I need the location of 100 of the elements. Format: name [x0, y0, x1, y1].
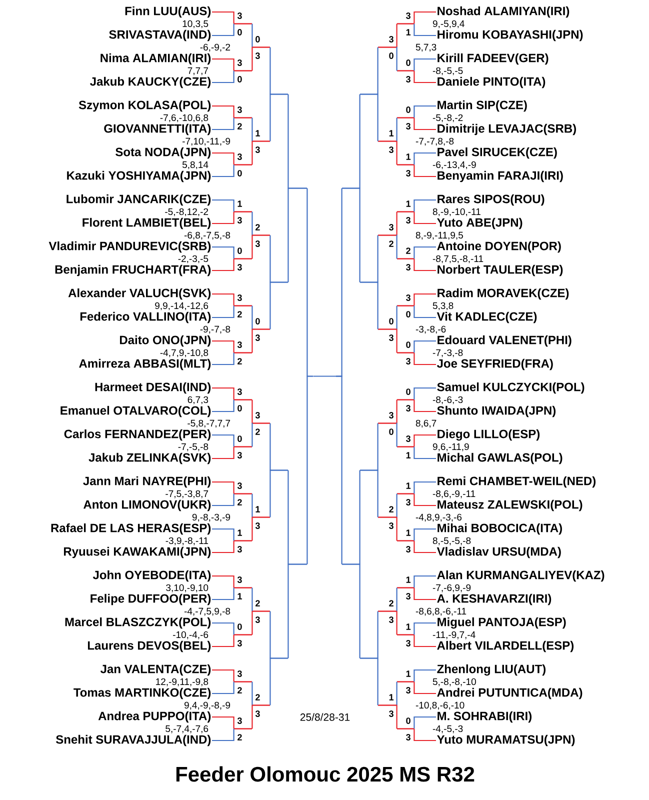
bracket-line	[251, 328, 253, 353]
score-number: 3	[237, 718, 242, 724]
bracket-line	[251, 494, 253, 518]
bracket-line	[377, 470, 379, 518]
player-name: Florent LAMBIET(BEL)	[82, 218, 211, 230]
score-number: 3	[406, 12, 410, 19]
set-scores: -4,7,9,-10,8	[160, 349, 208, 358]
player-name: Mihai BOBOCICA(ITA)	[438, 523, 562, 535]
bracket-line	[397, 23, 414, 24]
bracket-line	[414, 246, 436, 259]
bracket-line	[269, 235, 271, 283]
player-name: Szymon KOLASA(POL)	[78, 100, 211, 112]
bracket-line	[269, 423, 271, 471]
bracket-line	[251, 400, 253, 424]
score-number: 2	[389, 506, 394, 512]
player-name: Yuto ABE(JPN)	[437, 218, 522, 230]
bracket-line	[396, 24, 398, 48]
bracket-line	[251, 306, 253, 330]
bracket-line	[414, 481, 436, 494]
set-scores: -7,5,-3,8,7	[166, 490, 208, 498]
bracket-line	[212, 387, 234, 400]
set-scores: -7,-7,8,-8	[416, 138, 454, 146]
bracket-line	[378, 328, 397, 330]
player-name: Edouard VALENET(PHI)	[438, 335, 572, 347]
player-name: Benyamin FARAJI(IRI)	[438, 170, 563, 182]
bracket-line	[396, 234, 398, 259]
player-name: GIOVANNETTI(ITA)	[104, 124, 211, 136]
bracket-line	[306, 188, 308, 377]
score-number: 3	[406, 76, 410, 82]
bracket-line	[212, 306, 234, 318]
score-number: 1	[389, 694, 394, 700]
bracket-line	[212, 293, 234, 306]
score-number: 0	[406, 106, 410, 113]
bracket-line	[397, 681, 414, 682]
score-number: 3	[406, 358, 410, 364]
score-number: 0	[238, 624, 242, 630]
bracket-line	[252, 140, 270, 142]
bracket-line	[396, 328, 398, 353]
score-number: 3	[406, 294, 410, 301]
bracket-line	[360, 282, 378, 283]
score-number: 1	[238, 530, 242, 536]
set-scores: 6,7,3	[188, 396, 208, 404]
bracket-line	[234, 164, 252, 166]
player-name: Daito ONO(JPN)	[120, 335, 211, 347]
bracket-line	[396, 306, 398, 330]
set-scores: -9,-7,-8	[200, 326, 230, 334]
score-number: 0	[406, 311, 410, 318]
score-number: 0	[238, 436, 242, 442]
bracket-line	[396, 118, 398, 142]
player-name: Shunto IWAIDA(JPN)	[437, 406, 556, 418]
score-number: 3	[237, 294, 242, 301]
set-scores: 9,-5,9,4	[432, 20, 464, 28]
bracket-line	[414, 446, 436, 460]
player-name: Yuto MURAMATSU(JPN)	[437, 734, 575, 746]
title: Feeder Olomouc 2025 MS R32	[176, 766, 474, 782]
set-scores: -6,-13,4,-9	[432, 161, 476, 170]
bracket-line	[414, 716, 436, 729]
bracket-line	[212, 58, 234, 71]
bracket-line	[234, 258, 252, 260]
player-name: Lubomir JANCARIK(CZE)	[66, 194, 211, 206]
player-name: Snehit SURAVAJJULA(IND)	[56, 734, 211, 746]
bracket-line	[359, 188, 361, 282]
bracket-line	[251, 704, 253, 729]
score-number: 3	[237, 452, 242, 458]
bracket-line	[212, 494, 234, 506]
score-number: 3	[406, 264, 410, 270]
score-number: 0	[406, 60, 410, 66]
set-scores: -4,-5,-3	[432, 725, 463, 734]
bracket-line	[414, 24, 436, 36]
bracket-line	[378, 516, 397, 518]
bracket-line	[212, 634, 234, 648]
bracket-line	[359, 564, 361, 658]
score-number: 2	[238, 687, 242, 694]
bracket-line	[396, 704, 398, 729]
bracket-line	[251, 682, 253, 706]
player-name: Andrei PUTUNTICA(MDA)	[437, 688, 582, 700]
player-name: Radim MORAVEK(CZE)	[438, 288, 569, 300]
score-number: 3	[255, 710, 260, 717]
player-name: Jann Mari NAYRE(PHI)	[83, 476, 211, 488]
bracket-line	[234, 681, 252, 682]
set-scores: 9,4,-9,-8,-9	[184, 702, 230, 710]
bracket-line	[414, 105, 436, 118]
player-name: Norbert TAULER(ESP)	[438, 264, 563, 276]
bracket-line	[397, 258, 414, 260]
score-number: 2	[238, 311, 242, 318]
bracket-line	[251, 24, 253, 48]
bracket-line	[378, 140, 397, 142]
bracket-line	[234, 728, 252, 730]
score-number: 3	[389, 146, 394, 153]
bracket-line	[251, 46, 253, 71]
bracket-line	[414, 387, 436, 400]
player-name: Amirreza ABBASI(MLT)	[79, 358, 211, 370]
score-number: 3	[406, 405, 410, 412]
set-scores: 5,7,3	[416, 44, 436, 52]
score-number: 3	[237, 60, 242, 66]
bracket-line	[414, 682, 436, 694]
bracket-line	[397, 634, 414, 636]
score-number: 2	[256, 600, 260, 606]
player-name: Kirill FADEEV(GER)	[438, 53, 548, 65]
score-number: 3	[389, 710, 394, 717]
